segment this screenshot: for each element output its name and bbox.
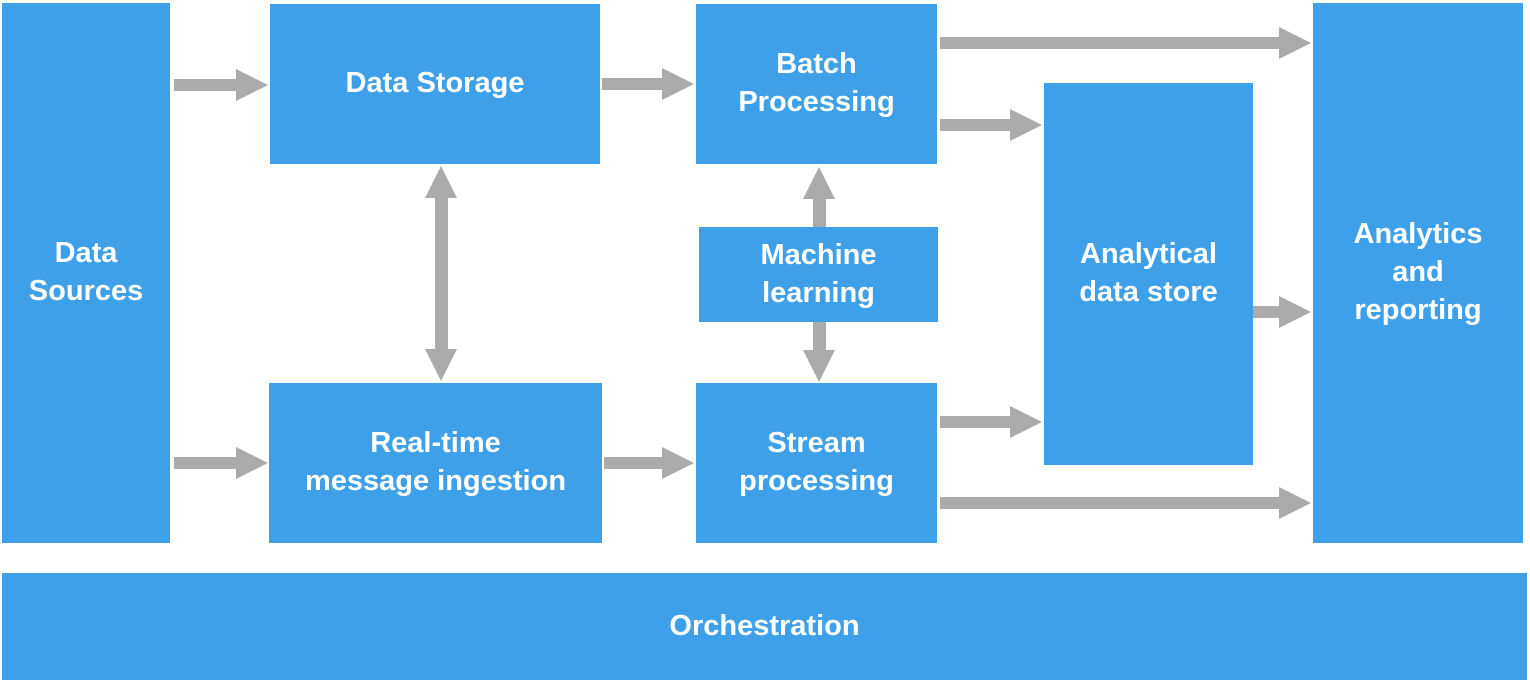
arrow-analytical-data-store-to-analytics-and-reporting <box>1253 296 1311 328</box>
node-orchestration-label: Orchestration <box>669 609 860 642</box>
arrow-stream-processing-to-analytics-and-reporting <box>940 487 1311 519</box>
node-analytics-and-reporting-label: Analytics and reporting <box>1353 218 1483 326</box>
node-orchestration: Orchestration <box>2 573 1527 680</box>
node-analytical-data-store: Analytical data store <box>1044 83 1253 465</box>
node-batch-processing-label: Batch Processing <box>738 48 895 118</box>
node-batch-processing: Batch Processing <box>696 4 937 164</box>
node-machine-learning-label: Machine learning <box>760 238 877 309</box>
arrow-machine-learning-to-batch-processing <box>803 167 835 227</box>
node-data-sources: Data Sources <box>2 3 170 543</box>
node-stream-processing-label: Stream processing <box>739 427 894 497</box>
node-real-time-message-ingestion: Real-time message ingestion <box>269 383 602 543</box>
node-machine-learning: Machine learning <box>699 227 938 322</box>
arrow-data-storage-real-time-message-ingestion-bidirectional <box>425 166 457 381</box>
arrow-data-storage-to-batch-processing <box>602 68 694 100</box>
node-real-time-message-ingestion-label: Real-time message ingestion <box>304 427 567 497</box>
arrow-machine-learning-to-stream-processing <box>803 322 835 382</box>
arrow-data-sources-to-real-time-message-ingestion <box>174 447 268 479</box>
node-data-storage-label: Data Storage <box>345 67 525 99</box>
arrow-data-sources-to-data-storage <box>174 69 268 101</box>
node-data-storage: Data Storage <box>270 4 600 164</box>
arrow-batch-processing-to-analytical-data-store <box>940 109 1042 141</box>
node-stream-processing: Stream processing <box>696 383 937 543</box>
node-analytics-and-reporting: Analytics and reporting <box>1313 3 1523 543</box>
arrow-real-time-message-ingestion-to-stream-processing <box>604 447 694 479</box>
node-analytical-data-store-label: Analytical data store <box>1079 238 1218 308</box>
node-data-sources-label: Data Sources <box>28 237 144 307</box>
arrow-stream-processing-to-analytical-data-store <box>940 406 1042 438</box>
arrow-batch-processing-to-analytics-and-reporting <box>940 27 1311 59</box>
